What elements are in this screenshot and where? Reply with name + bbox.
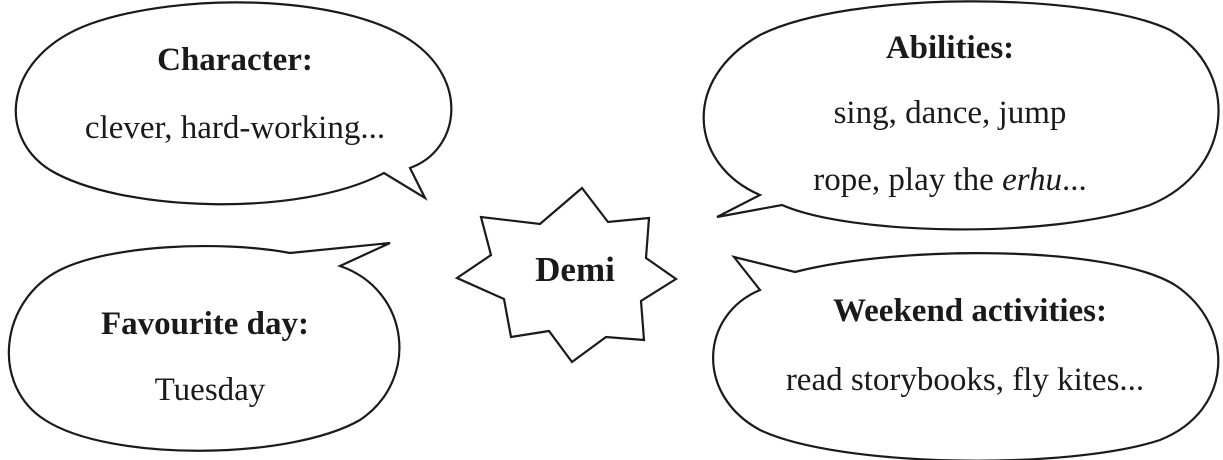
character-bubble: [14, 1, 453, 206]
favourite-day-bubble: [7, 241, 401, 452]
weekend-bubble: [712, 252, 1220, 460]
weekend-heading: Weekend activities:: [832, 293, 1108, 329]
abilities-heading: Abilities:: [885, 30, 1015, 66]
favourite-day-text: Tuesday: [154, 372, 266, 408]
character-heading: Character:: [157, 42, 313, 78]
center-star: [454, 186, 678, 364]
abilities-bubble: [702, 0, 1220, 231]
abilities-line-2-prefix: rope, play the: [813, 162, 1003, 198]
weekend-text: read storybooks, fly kites...: [785, 362, 1145, 398]
center-label: Demi: [535, 250, 615, 289]
abilities-line-2-suffix: ...: [1061, 162, 1087, 198]
abilities-line-1: sing, dance, jump: [833, 95, 1067, 131]
abilities-line-2: rope, play the erhu...: [760, 164, 1140, 197]
favourite-day-heading: Favourite day:: [100, 306, 310, 342]
character-text: clever, hard-working...: [84, 110, 386, 146]
abilities-line-2-italic: erhu: [1002, 162, 1062, 198]
